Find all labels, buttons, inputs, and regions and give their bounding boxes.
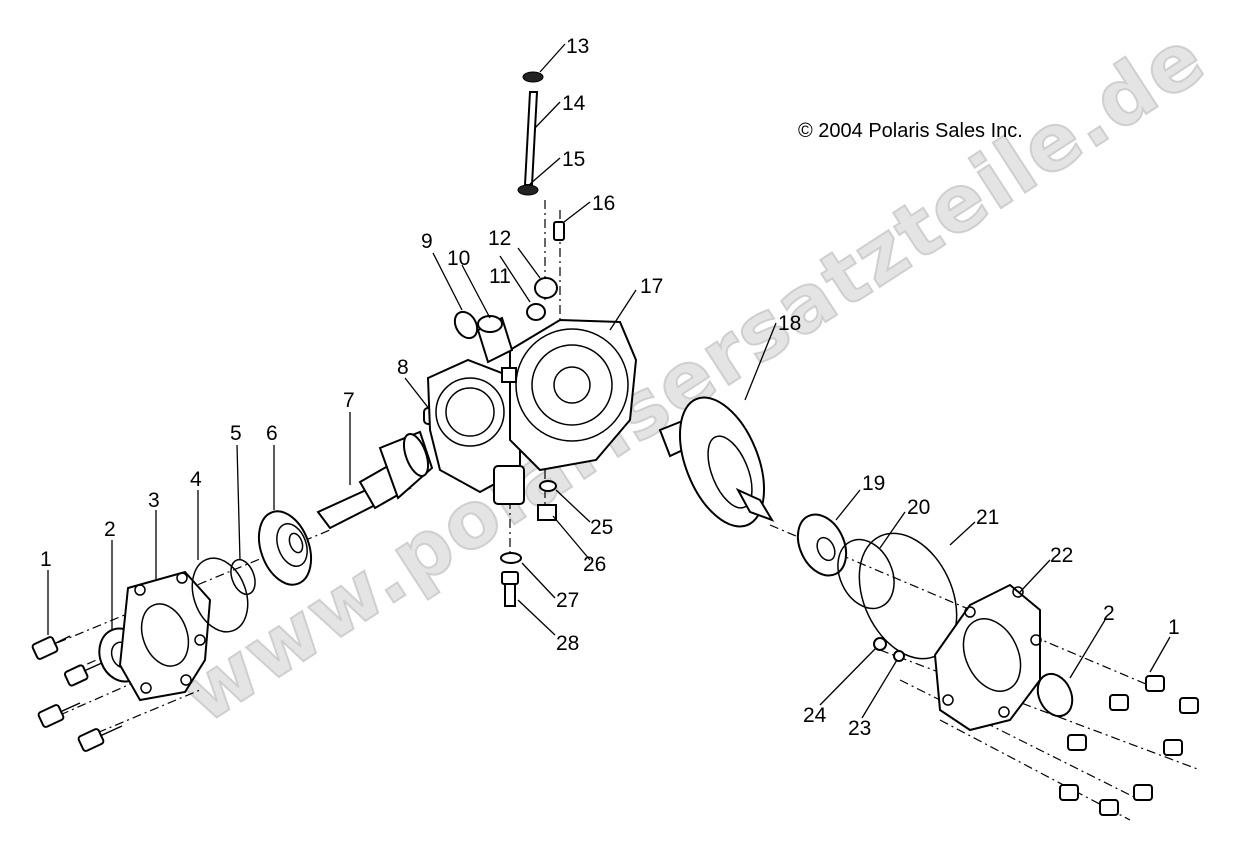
bolt-right-7 [1059, 784, 1079, 801]
bolt-28 [501, 571, 519, 607]
callout-25: 25 [590, 516, 613, 539]
callout-8: 8 [397, 356, 409, 379]
bolt-left-2 [63, 661, 105, 687]
callout-18: 18 [778, 312, 801, 335]
plug-24 [873, 637, 887, 651]
bearing-left [257, 510, 313, 586]
callout-2-left: 2 [104, 518, 116, 541]
callout-9: 9 [421, 230, 433, 253]
bolt-left-3 [37, 702, 81, 728]
callout-6: 6 [266, 422, 278, 445]
bolt-left-1 [31, 635, 71, 660]
bushing-9 [453, 310, 479, 340]
callout-27: 27 [556, 589, 579, 612]
callout-15: 15 [562, 148, 585, 171]
cover-plate-left [118, 570, 212, 702]
o-ring-left [191, 557, 249, 633]
bolt-right-6 [1133, 784, 1153, 801]
callout-21: 21 [976, 506, 999, 529]
callout-13: 13 [566, 35, 589, 58]
callout-16: 16 [592, 192, 615, 215]
snap-ring [230, 558, 256, 596]
cover-right [933, 583, 1042, 732]
callout-1-right: 1 [1168, 616, 1180, 639]
seal-right [1036, 672, 1074, 718]
copyright-text: © 2004 Polaris Sales Inc. [798, 120, 1023, 142]
sleeve-10 [476, 315, 514, 364]
callout-28: 28 [556, 632, 579, 655]
bolt-right-1 [1145, 675, 1165, 692]
bolt-right-5 [1067, 734, 1087, 751]
callout-5: 5 [230, 422, 242, 445]
bushing-12 [534, 277, 558, 299]
bolt-left-4 [77, 725, 123, 752]
callout-11: 11 [489, 265, 511, 288]
o-ring-20 [837, 538, 895, 610]
washer-23 [893, 650, 905, 662]
callout-12: 12 [488, 227, 511, 250]
washer-11 [526, 303, 546, 321]
plug-26 [537, 504, 557, 521]
bearing-right [796, 513, 848, 577]
callout-4: 4 [190, 468, 202, 491]
callout-19: 19 [862, 472, 885, 495]
callout-22: 22 [1050, 544, 1073, 567]
callout-10: 10 [447, 247, 470, 270]
callout-24: 24 [803, 704, 827, 727]
callout-17: 17 [640, 275, 663, 298]
callout-3: 3 [148, 489, 160, 512]
vent-hose [517, 71, 544, 196]
bolt-right-4 [1163, 739, 1183, 756]
watermark-text: www.polarisersatzteile.de [166, 12, 1221, 741]
callout-20: 20 [907, 496, 930, 519]
leader-lines [47, 43, 1171, 719]
bolt-right-8 [1099, 799, 1119, 816]
callout-2-right: 2 [1103, 602, 1115, 625]
bolt-right-3 [1109, 694, 1129, 711]
bolt-right-2 [1179, 697, 1199, 714]
callout-1-left: 1 [40, 548, 52, 571]
callout-23: 23 [848, 717, 871, 740]
pinion-shaft [316, 430, 434, 530]
callout-labels: 1 2 3 4 5 6 7 8 9 10 11 12 13 14 15 16 1… [40, 35, 1180, 740]
gear-housing [426, 318, 638, 505]
washer-27 [500, 552, 522, 564]
callout-26: 26 [583, 553, 606, 576]
ring-gear [658, 396, 775, 528]
breather-fitting [553, 221, 565, 241]
washer-25 [539, 480, 557, 492]
callout-7: 7 [343, 389, 355, 412]
callout-14: 14 [562, 92, 586, 115]
